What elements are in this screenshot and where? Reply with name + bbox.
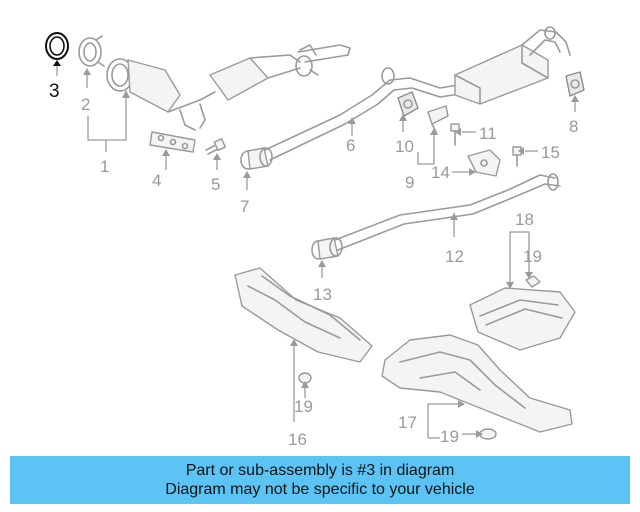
banner-line-2: Diagram may not be specific to your vehi…: [165, 481, 475, 498]
part-rear-muffler[interactable]: [454, 26, 571, 105]
part-12-rear-pipe[interactable]: [334, 173, 561, 251]
callout-7[interactable]: 7: [240, 197, 249, 216]
callout-2[interactable]: 2: [81, 95, 90, 114]
arrow-5: [213, 153, 221, 160]
part-18-heat-shield[interactable]: [469, 287, 576, 351]
arrow-11: [455, 128, 461, 136]
part-7-clamp-sleeve[interactable]: [240, 147, 273, 170]
part-9-bracket[interactable]: [427, 105, 449, 133]
part-11-bolt[interactable]: [450, 123, 460, 146]
part-8-rear-hanger[interactable]: [565, 71, 585, 97]
callout-19-front[interactable]: 19: [294, 397, 313, 416]
arrow-17: [458, 400, 465, 408]
arrow-16: [290, 339, 298, 346]
callout-15[interactable]: 15: [541, 143, 560, 162]
arrow-7: [243, 171, 251, 178]
part-10-hanger[interactable]: [397, 91, 419, 117]
callout-4[interactable]: 4: [152, 171, 161, 190]
callout-14[interactable]: 14: [431, 163, 450, 182]
callout-3[interactable]: 3: [49, 81, 60, 102]
part-19-fastener-rear[interactable]: [525, 275, 541, 288]
callout-16[interactable]: 16: [288, 430, 307, 449]
arrow-9: [430, 128, 438, 135]
arrow-1: [122, 90, 130, 98]
part-1-front-pipe[interactable]: [106, 44, 351, 131]
arrow-19-rear: [525, 272, 533, 279]
callout-17[interactable]: 17: [398, 413, 417, 432]
arrow-2: [83, 68, 91, 75]
callout-11[interactable]: 11: [479, 124, 497, 143]
callout-9[interactable]: 9: [405, 173, 414, 192]
part-3-gasket[interactable]: [45, 32, 69, 60]
arrow-6: [348, 117, 356, 124]
part-2-clamp[interactable]: [78, 35, 105, 67]
callout-10[interactable]: 10: [395, 137, 414, 156]
part-6-intermediate-pipe[interactable]: [264, 67, 461, 161]
part-17-heat-shield[interactable]: [381, 334, 573, 433]
arrow-10: [399, 114, 407, 121]
banner-line-1: Part or sub-assembly is #3 in diagram: [185, 462, 455, 479]
arrow-15: [518, 147, 524, 155]
part-14-bracket[interactable]: [467, 149, 501, 177]
arrow-4: [162, 149, 170, 156]
callout-6[interactable]: 6: [346, 136, 355, 155]
part-5-stud[interactable]: [205, 138, 227, 155]
callout-19-rear[interactable]: 19: [523, 247, 542, 266]
leader-18: [509, 231, 530, 286]
callout-12[interactable]: 12: [445, 247, 464, 266]
arrow-8: [571, 95, 579, 102]
callout-8[interactable]: 8: [569, 117, 578, 136]
arrow-12: [450, 213, 458, 220]
callout-19-tunnel[interactable]: 19: [440, 427, 459, 446]
leader-1: [87, 92, 127, 141]
info-banner: Part or sub-assembly is #3 in diagram Di…: [10, 456, 630, 504]
exhaust-parts-diagram: 3 2 1 4 5: [45, 26, 585, 449]
callout-13[interactable]: 13: [313, 285, 332, 304]
arrow-19-front: [301, 381, 309, 388]
arrow-13: [318, 260, 326, 267]
callout-1[interactable]: 1: [100, 157, 109, 176]
part-4-gasket-plate[interactable]: [149, 131, 196, 153]
arrow-19-tunnel: [476, 430, 483, 438]
part-13-clamp-sleeve[interactable]: [311, 237, 343, 260]
callout-5[interactable]: 5: [211, 175, 220, 194]
arrow-14: [469, 168, 476, 176]
callout-18[interactable]: 18: [515, 210, 534, 229]
arrow-3: [53, 60, 61, 66]
arrow-18: [506, 282, 514, 289]
leader-9: [417, 130, 435, 165]
part-16-heat-shield[interactable]: [234, 267, 373, 363]
leader-17: [427, 403, 458, 439]
